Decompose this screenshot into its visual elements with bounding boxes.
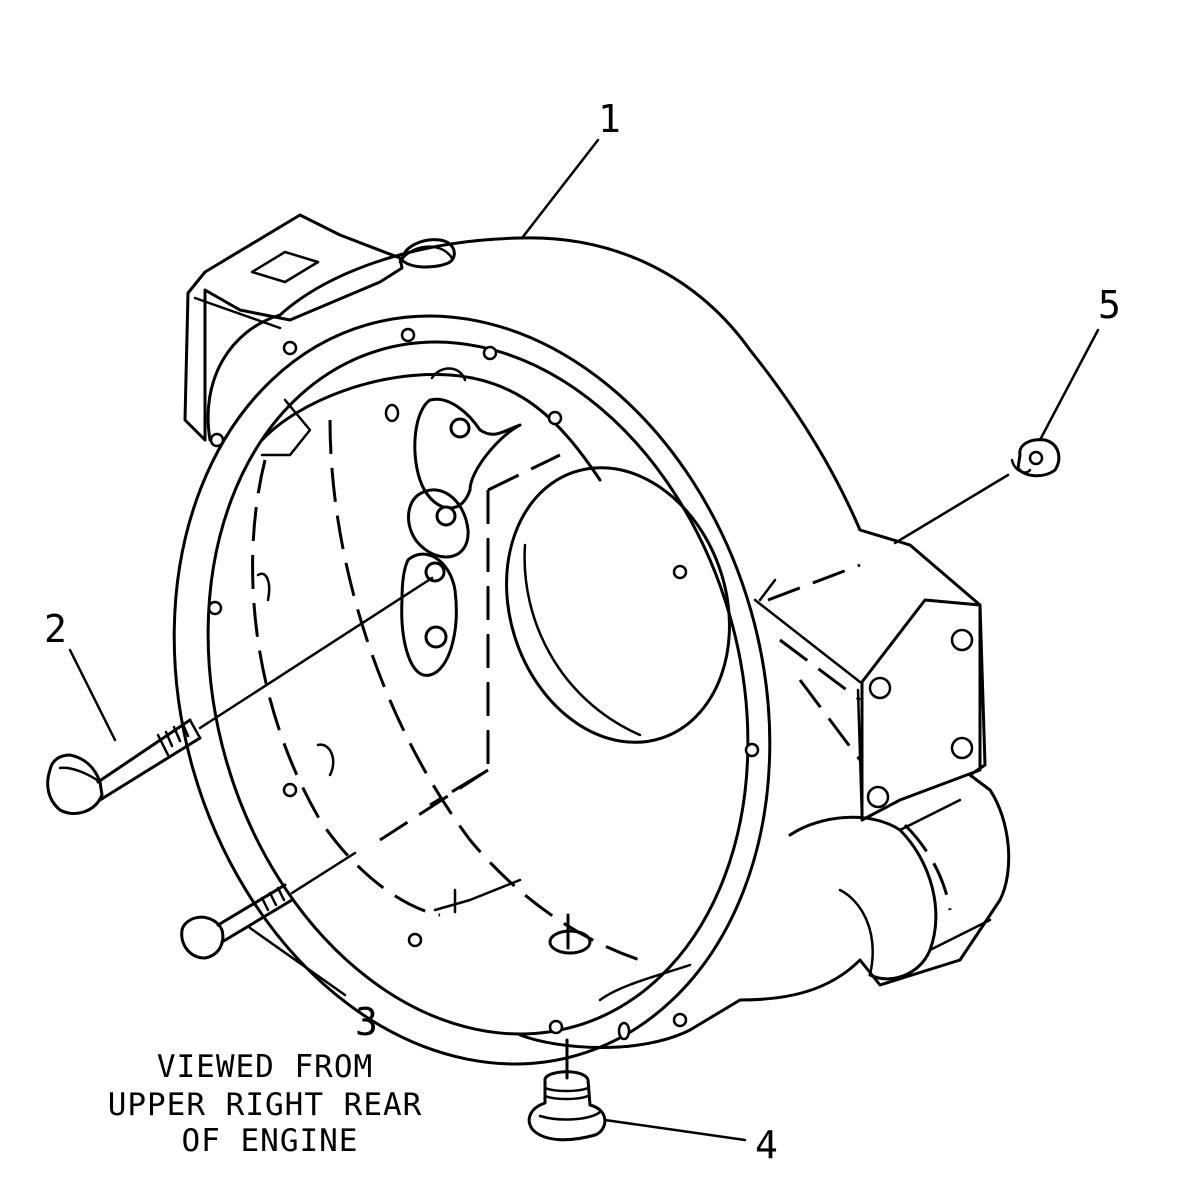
- leader-3: [248, 926, 347, 997]
- cavity-hidden-edge-left: [251, 459, 441, 917]
- leader-4: [603, 1118, 747, 1142]
- pad-bolt-3: [950, 736, 974, 760]
- leader-capscrew-long: [198, 576, 434, 730]
- crank-bore-inner: [523, 543, 642, 737]
- plug-side: [1010, 438, 1061, 478]
- leader-2: [68, 648, 117, 742]
- interior-notch-left: [256, 572, 335, 777]
- flywheel-housing: [172, 213, 1011, 1066]
- capscrew-short-shank: [216, 883, 294, 944]
- top-mounting-ear: [183, 213, 404, 442]
- bottom-rib: [433, 878, 692, 1002]
- capscrew-short-head: [180, 915, 225, 960]
- top-boss: [400, 238, 456, 269]
- callout-4: 4: [755, 1123, 778, 1167]
- side-mount-pad-edge: [753, 578, 864, 822]
- starter-boss-inner: [838, 798, 992, 977]
- callout-1: 1: [598, 97, 621, 141]
- plug-side-body: [1016, 438, 1061, 478]
- interior-boss-middle: [407, 488, 470, 559]
- callout-3: 3: [355, 1000, 378, 1044]
- interior-boss-lower: [400, 552, 458, 677]
- boss-hole-1: [449, 417, 471, 439]
- pad-bolt-2: [950, 628, 974, 652]
- view-caption-line-1: VIEWED FROM: [157, 1049, 373, 1085]
- flange-outer-edge: [172, 314, 772, 1066]
- flange-bolt-holes: [207, 327, 760, 1035]
- small-hole-b: [617, 1021, 631, 1041]
- plug-bottom-thread: [543, 1086, 590, 1101]
- small-hole-a: [384, 403, 400, 423]
- flange-inner-edge: [206, 340, 750, 1036]
- cavity-wall: [260, 372, 602, 482]
- capscrew-short: [180, 883, 294, 960]
- capscrew-long-head: [46, 753, 104, 815]
- view-caption-line-3: OF ENGINE: [182, 1123, 359, 1159]
- interior-notch-top: [430, 367, 467, 382]
- bore-block-hidden: [379, 453, 561, 842]
- boss-hole-2: [435, 505, 457, 527]
- leader-capscrew-short: [290, 851, 357, 895]
- ear-recess: [250, 250, 320, 284]
- leader-5: [1038, 328, 1100, 442]
- boss-hole-3: [424, 561, 446, 583]
- interior-boss-upper: [413, 397, 522, 510]
- capscrew-short-thread: [260, 886, 286, 912]
- crank-bore: [505, 466, 731, 744]
- leader-plug-side: [893, 473, 1010, 545]
- starter-boss: [788, 815, 938, 981]
- callout-2: 2: [44, 607, 67, 651]
- pad-bolt-4: [866, 785, 890, 809]
- capscrew-long-thread: [164, 720, 190, 748]
- plug-bottom: [527, 1070, 607, 1142]
- plug-bottom-body: [527, 1070, 607, 1142]
- leader-1: [520, 138, 600, 240]
- side-pad-hidden: [767, 563, 862, 761]
- view-caption-line-2: UPPER RIGHT REAR: [108, 1087, 423, 1123]
- cavity-hidden-edge-right: [328, 419, 641, 962]
- left-web: [260, 398, 312, 457]
- drain-boss: [548, 929, 592, 955]
- callout-5: 5: [1098, 283, 1121, 327]
- boss-hole-4: [424, 625, 448, 649]
- capscrew-long: [46, 718, 202, 815]
- pad-bolt-1: [868, 676, 892, 700]
- housing-outer-shell: [206, 236, 1011, 1049]
- starter-boss-hidden: [903, 823, 952, 911]
